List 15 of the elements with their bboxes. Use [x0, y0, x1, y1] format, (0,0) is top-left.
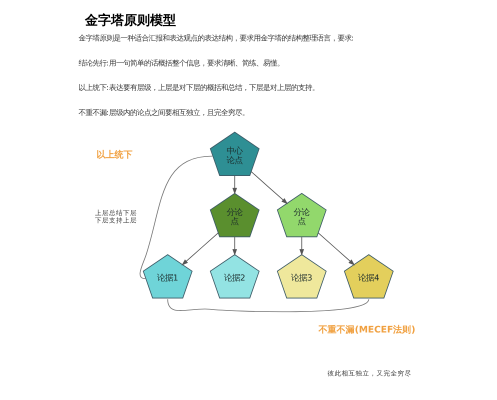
- label: 不重不漏:层级内的论点之间要相互独立，且完全穷尽。: [78, 108, 248, 117]
- arrow: [317, 232, 354, 266]
- arrow: [232, 236, 237, 256]
- diagram-title: 金字塔原则模型: [84, 13, 176, 28]
- arrow: [250, 171, 288, 204]
- label: 以上统下: [96, 150, 132, 161]
- label: 结论先行:用一句简单的话概括整个信息，要求清晰、简练、易懂。: [78, 58, 284, 68]
- arrow: [298, 236, 304, 256]
- label: 金字塔原则是一种适合汇报和表达观点的表达结构，要求用金字塔的结构整理语言，要求:: [78, 33, 354, 42]
- connector: [139, 156, 212, 280]
- label: 以上统下:表达要有层级，上层是对下层的概括和总结，下层是对上层的支持。: [78, 83, 318, 92]
- arrow: [181, 232, 218, 266]
- connector: [166, 298, 369, 312]
- arrow: [232, 175, 237, 194]
- label: 不重不漏(MECEF法则): [318, 325, 415, 336]
